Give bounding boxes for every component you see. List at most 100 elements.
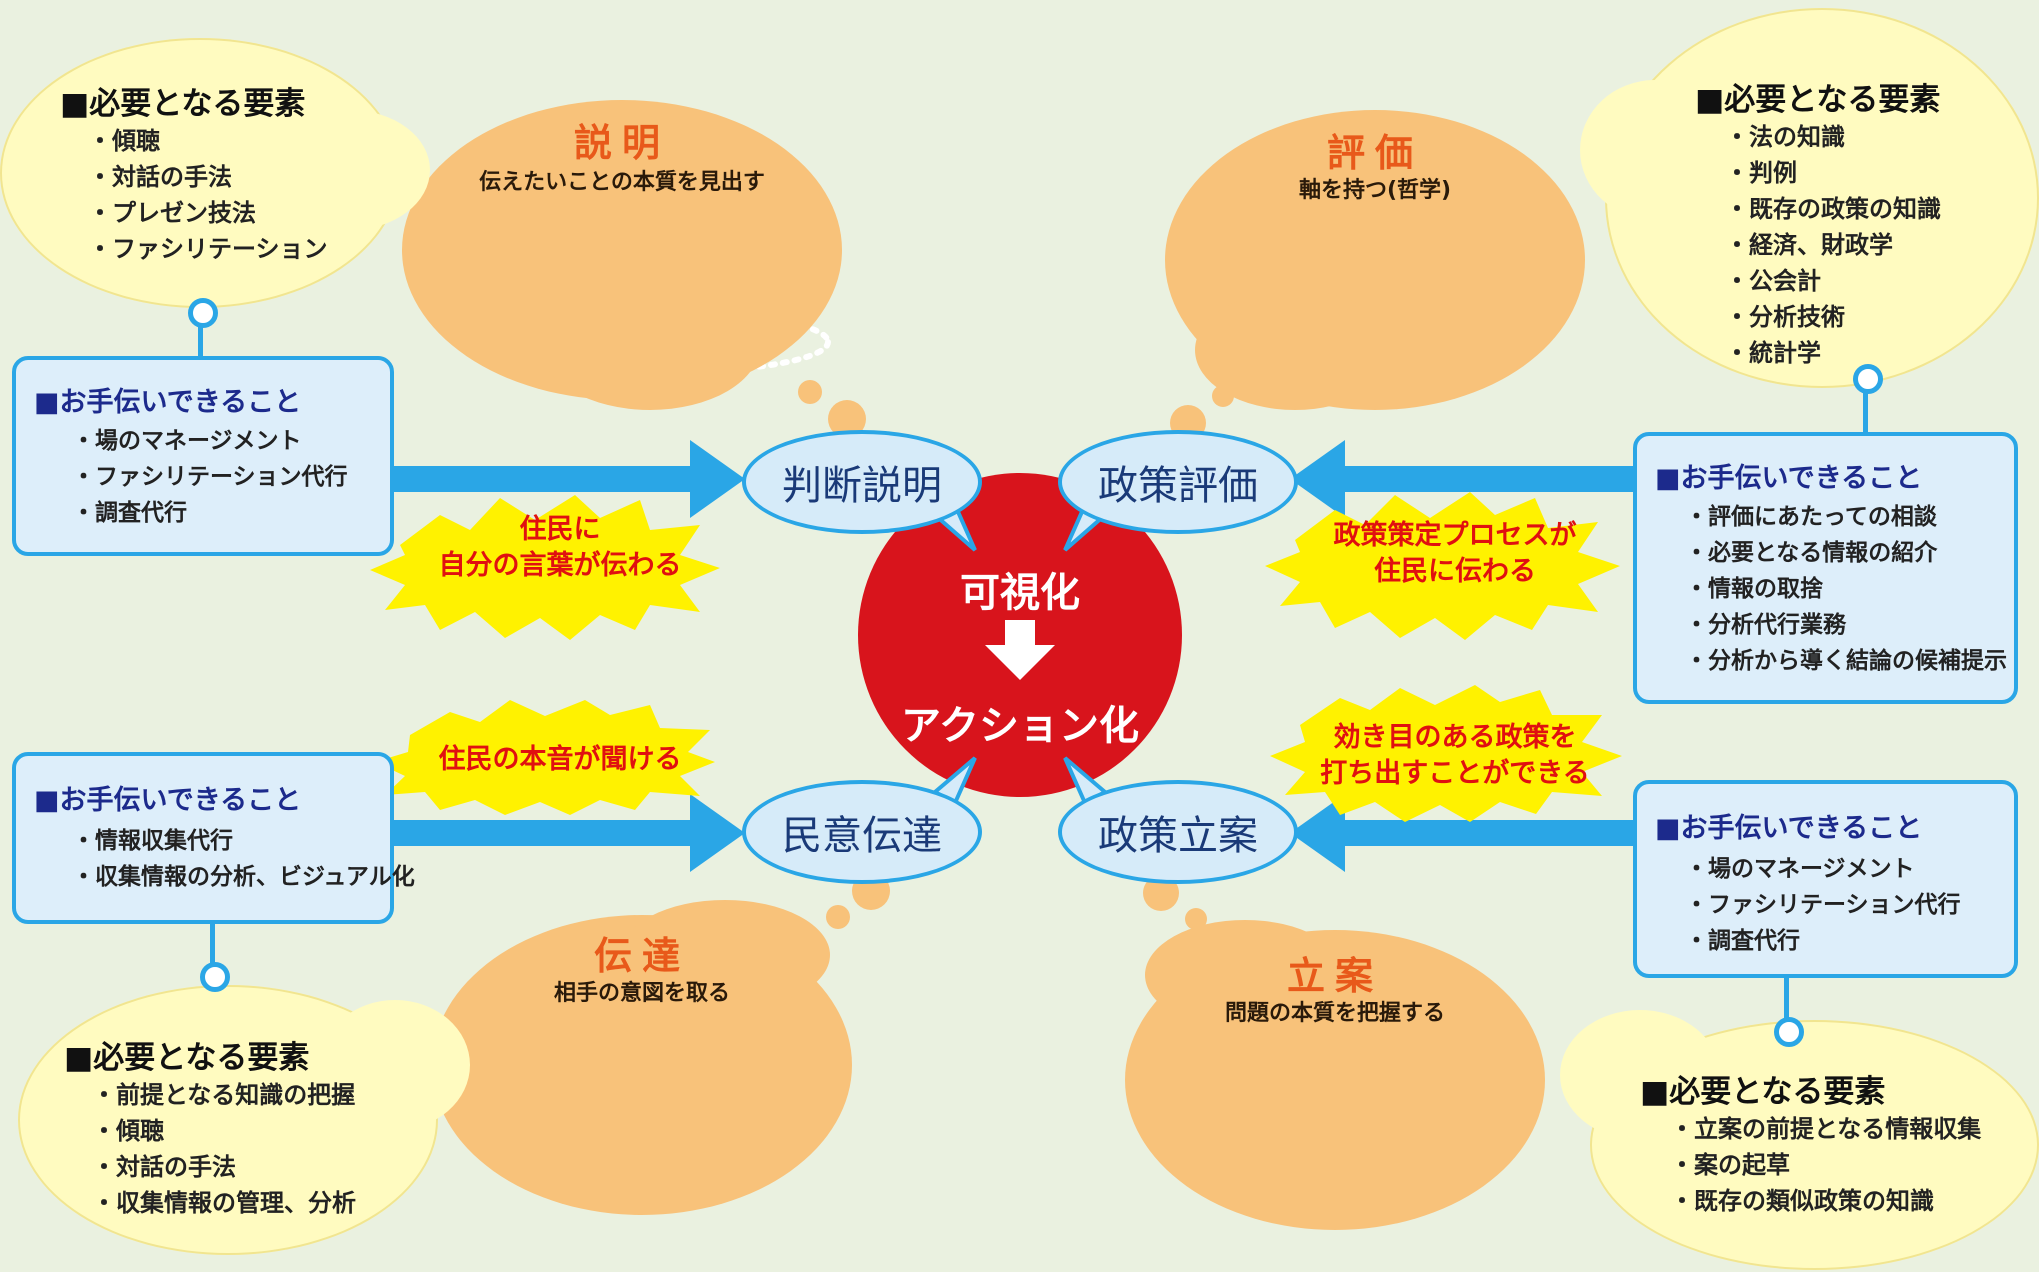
help-item: ・評価にあたっての相談 [1685, 504, 1937, 530]
cloud-dentatsu-lobe [620, 900, 830, 1010]
requirements-title: ■必要となる要素 [60, 86, 306, 122]
help-title: ■お手伝いできること [34, 785, 302, 816]
burst-line: 効き目のある政策を [1333, 722, 1577, 753]
cloud-setsumei-lobe [540, 280, 760, 410]
requirement-item: ・立案の前提となる情報収集 [1670, 1115, 1982, 1143]
requirement-item: ・既存の類似政策の知識 [1670, 1187, 1934, 1215]
help-title: ■お手伝いできること [34, 387, 302, 418]
requirements-top-right-content: ■必要となる要素 ・法の知識 ・判例 ・既存の政策の知識 ・経済、財政学 ・公会… [1695, 74, 1941, 371]
requirements-bottom-right-lobe [1560, 1010, 1720, 1140]
requirements-title: ■必要となる要素 [1695, 82, 1941, 118]
connector-knob [1853, 364, 1883, 394]
cloud-dot [1212, 385, 1234, 407]
burst-line: 政策策定プロセスが [1333, 520, 1577, 551]
speech-seisaku-hyoka: 政策評価 [1058, 430, 1298, 534]
burst-text-bottom-right: 効き目のある政策を 打ち出すことができる [1290, 720, 1620, 792]
arrow-bottom-right [1290, 794, 1635, 872]
requirements-top-left-lobe [270, 110, 430, 230]
requirement-item: ・傾聴 [92, 1117, 164, 1145]
requirement-item: ・案の起草 [1670, 1151, 1790, 1179]
cloud-dentatsu-title: 伝達 [593, 934, 690, 978]
requirements-title: ■必要となる要素 [1640, 1074, 1886, 1110]
help-item: ・調査代行 [1685, 928, 1800, 954]
requirements-top-left-content: ■必要となる要素 ・傾聴 ・対話の手法 ・プレゼン技法 ・ファシリテーション [60, 78, 328, 267]
burst-bottom-left [375, 700, 715, 815]
cloud-ritsuan-lobe [1145, 920, 1345, 1030]
burst-text-top-left: 住民に 自分の言葉が伝わる [395, 512, 725, 584]
requirement-item: ・分析技術 [1725, 303, 1845, 331]
help-item: ・調査代行 [72, 500, 187, 526]
cloud-ritsuan-subtitle: 問題の本質を把握する [1224, 1001, 1445, 1026]
cloud-hyoka-title: 評価 [1326, 131, 1423, 175]
cloud-dot [798, 380, 822, 404]
down-arrow-icon [985, 620, 1055, 680]
requirement-item: ・判例 [1725, 159, 1797, 187]
requirement-item: ・ファシリテーション [88, 235, 328, 263]
burst-bottom-right [1270, 685, 1622, 822]
requirement-item: ・プレゼン技法 [88, 199, 256, 227]
burst-text-top-right: 政策策定プロセスが 住民に伝わる [1290, 518, 1620, 590]
help-item: ・必要となる情報の紹介 [1685, 540, 1938, 566]
connector-knob [200, 962, 230, 992]
requirement-item: ・既存の政策の知識 [1725, 195, 1941, 223]
burst-line: 打ち出すことができる [1320, 758, 1590, 789]
cloud-dot [826, 905, 850, 929]
help-item: ・分析代行業務 [1685, 612, 1846, 638]
requirement-item: ・傾聴 [88, 127, 160, 155]
arrow-top-right [1290, 440, 1635, 518]
help-item: ・情報収集代行 [72, 828, 233, 854]
requirement-item: ・収集情報の管理、分析 [92, 1189, 356, 1217]
help-item: ・場のマネージメント [72, 428, 302, 454]
burst-top-right [1265, 492, 1620, 640]
help-item: ・場のマネージメント [1685, 856, 1915, 882]
requirements-title: ■必要となる要素 [64, 1040, 310, 1076]
center-action-text: アクション化 [901, 703, 1139, 749]
help-item: ・分析から導く結論の候補提示 [1685, 648, 2007, 674]
arrow-top-left [392, 440, 745, 518]
speech-handan-setsumei: 判断説明 [742, 430, 982, 534]
center-visualization-text: 可視化 [960, 570, 1080, 616]
help-item: ・ファシリテーション代行 [72, 464, 348, 490]
burst-line: 住民に伝わる [1374, 556, 1536, 587]
requirement-item: ・法の知識 [1725, 123, 1845, 151]
help-box-top-left: ■お手伝いできること ・場のマネージメント ・ファシリテーション代行 ・調査代行 [12, 356, 394, 556]
help-item: ・収集情報の分析、ビジュアル化 [72, 864, 415, 890]
help-title: ■お手伝いできること [1655, 813, 1923, 844]
help-box-top-right: ■お手伝いできること ・評価にあたっての相談 ・必要となる情報の紹介 ・情報の取… [1633, 432, 2018, 704]
cloud-setsumei-title: 説明 [573, 121, 670, 165]
requirement-item: ・公会計 [1725, 267, 1821, 295]
connector-knob [1774, 1017, 1804, 1047]
burst-line: 住民に [519, 514, 601, 545]
cloud-ritsuan-title: 立案 [1286, 954, 1383, 998]
requirements-bottom-left-lobe [320, 1000, 470, 1130]
help-box-bottom-left: ■お手伝いできること ・情報収集代行 ・収集情報の分析、ビジュアル化 [12, 752, 415, 924]
requirement-item: ・対話の手法 [92, 1153, 236, 1181]
help-item: ・情報の取捨 [1685, 576, 1823, 602]
connector-knob [188, 298, 218, 328]
connector-bottom-right [1784, 975, 1789, 1025]
help-item: ・ファシリテーション代行 [1685, 892, 1961, 918]
connector-top-right [1863, 384, 1868, 434]
cloud-dot [1185, 908, 1207, 930]
connector-top-left [198, 318, 203, 358]
arrow-bottom-left [392, 794, 745, 872]
requirements-top-right-lobe [1580, 80, 1730, 220]
burst-line: 自分の言葉が伝わる [438, 550, 682, 581]
cloud-hyoka-subtitle: 軸を持つ(哲学) [1298, 178, 1452, 203]
requirement-item: ・統計学 [1725, 339, 1821, 367]
help-title: ■お手伝いできること [1655, 463, 1923, 494]
requirement-item: ・経済、財政学 [1725, 231, 1893, 259]
help-box-bottom-right: ■お手伝いできること ・場のマネージメント ・ファシリテーション代行 ・調査代行 [1633, 780, 2018, 978]
burst-text-bottom-left: 住民の本音が聞ける [395, 742, 725, 778]
burst-line: 住民の本音が聞ける [438, 744, 682, 775]
cloud-setsumei-subtitle: 伝えたいことの本質を見出す [479, 170, 765, 195]
requirement-item: ・対話の手法 [88, 163, 232, 191]
requirements-bottom-left-content: ■必要となる要素 ・前提となる知識の把握 ・傾聴 ・対話の手法 ・収集情報の管理… [64, 1032, 356, 1221]
cloud-dentatsu-subtitle: 相手の意図を取る [553, 981, 730, 1006]
speech-min-i-dentatsu: 民意伝達 [742, 780, 982, 884]
requirements-bottom-right-content: ■必要となる要素 ・立案の前提となる情報収集 ・案の起草 ・既存の類似政策の知識 [1640, 1066, 1981, 1219]
burst-top-left [370, 495, 720, 640]
requirement-item: ・前提となる知識の把握 [92, 1081, 356, 1109]
connector-bottom-left [210, 920, 215, 970]
